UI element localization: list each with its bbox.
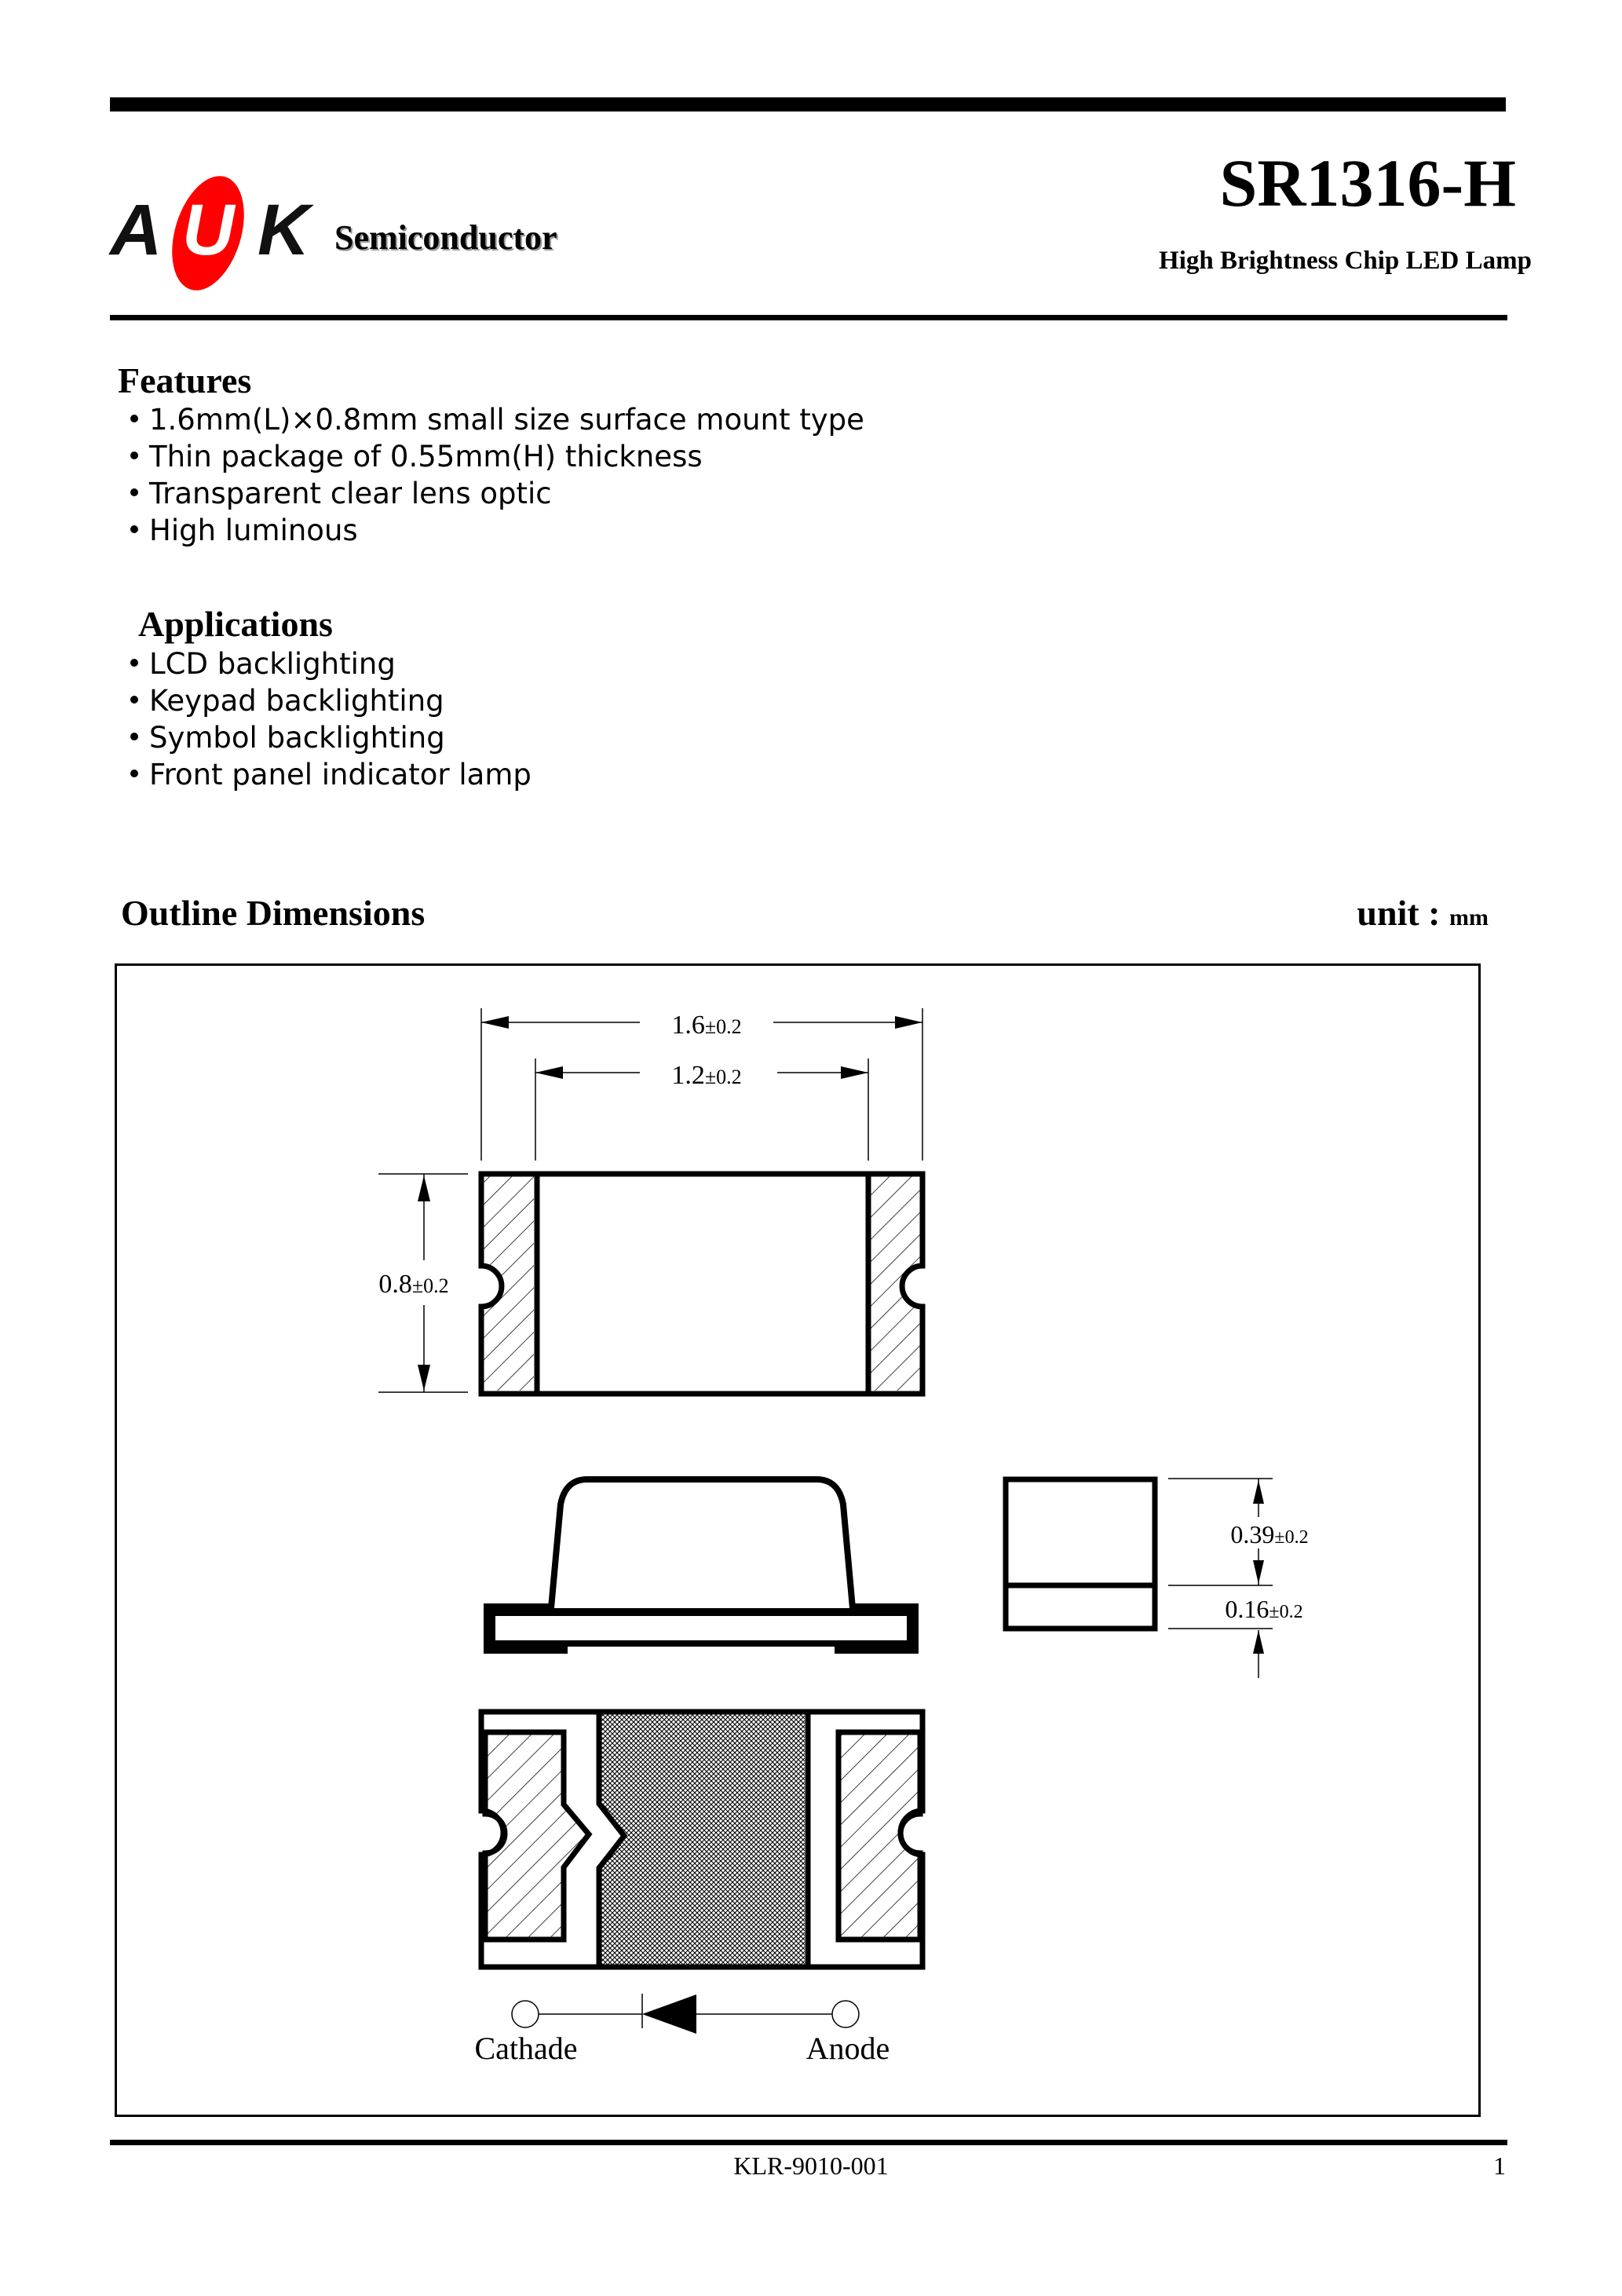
feature-item: Transparent clear lens optic — [130, 475, 864, 512]
title-block: SR1316-H High Brightness Chip LED Lamp — [1159, 149, 1532, 274]
applications-heading: Applications — [138, 604, 333, 644]
anode-terminal-icon — [831, 2000, 860, 2028]
features-heading: Features — [118, 360, 252, 400]
anode-label: Anode — [806, 2031, 890, 2066]
feature-item: 1.6mm(L)×0.8mm small size surface mount … — [130, 401, 864, 438]
part-number: SR1316-H — [1219, 145, 1516, 221]
feature-item: High luminous — [130, 512, 864, 549]
application-item: Front panel indicator lamp — [130, 756, 532, 793]
company-logo: A U K Semiconductor — [110, 153, 597, 300]
application-item: LCD backlighting — [130, 645, 532, 682]
end-view: 0.39±0.2 0.16±0.2 — [1003, 1476, 1309, 1678]
side-view — [484, 1476, 919, 1654]
dim-width: 0.8±0.2 — [378, 1270, 448, 1299]
dim-lens-height: 0.39±0.2 — [1230, 1520, 1308, 1548]
unit-label: unit : mm — [1357, 893, 1489, 933]
cathode-label: Cathade — [474, 2031, 577, 2066]
application-item: Keypad backlighting — [130, 682, 532, 719]
bullet-icon — [130, 658, 138, 667]
feature-item: Thin package of 0.55mm(H) thickness — [130, 438, 864, 475]
bullet-icon — [130, 525, 138, 533]
bottom-view — [478, 1709, 926, 1970]
document-code: KLR-9010-001 — [733, 2152, 889, 2180]
application-item: Symbol backlighting — [130, 719, 532, 756]
product-description: High Brightness Chip LED Lamp — [1159, 247, 1532, 275]
dim-length-total: 1.6±0.2 — [671, 1011, 741, 1040]
top-rule — [110, 97, 1506, 112]
bullet-icon — [130, 414, 138, 422]
unit-value: mm — [1449, 905, 1489, 930]
cathode-terminal-icon — [511, 2000, 539, 2028]
logo-letter-k: K — [258, 190, 310, 270]
applications-list: LCD backlighting Keypad backlighting Sym… — [130, 645, 532, 793]
dim-base-height: 0.16±0.2 — [1225, 1595, 1302, 1623]
bullet-icon — [130, 451, 138, 459]
logo-letter-u: U — [182, 190, 235, 270]
header-rule — [110, 315, 1507, 320]
bullet-icon — [130, 769, 138, 777]
bullet-icon — [130, 732, 138, 740]
logo-company-name: Semiconductor — [334, 218, 557, 257]
features-list: 1.6mm(L)×0.8mm small size surface mount … — [130, 401, 864, 549]
bullet-icon — [130, 695, 138, 704]
page-number: 1 — [1493, 2152, 1506, 2180]
bullet-icon — [130, 488, 138, 496]
top-view: 1.6±0.2 1.2±0.2 0.8±0.2 — [378, 1008, 926, 1397]
outline-heading: Outline Dimensions — [121, 893, 426, 933]
outline-drawing-frame — [115, 963, 1481, 2117]
logo-letter-a: A — [110, 190, 163, 270]
footer-rule — [110, 2140, 1507, 2145]
polarity-symbol: Cathade Anode — [474, 1994, 890, 2066]
diode-icon — [642, 1994, 696, 2034]
dim-length-inner: 1.2±0.2 — [671, 1061, 741, 1090]
